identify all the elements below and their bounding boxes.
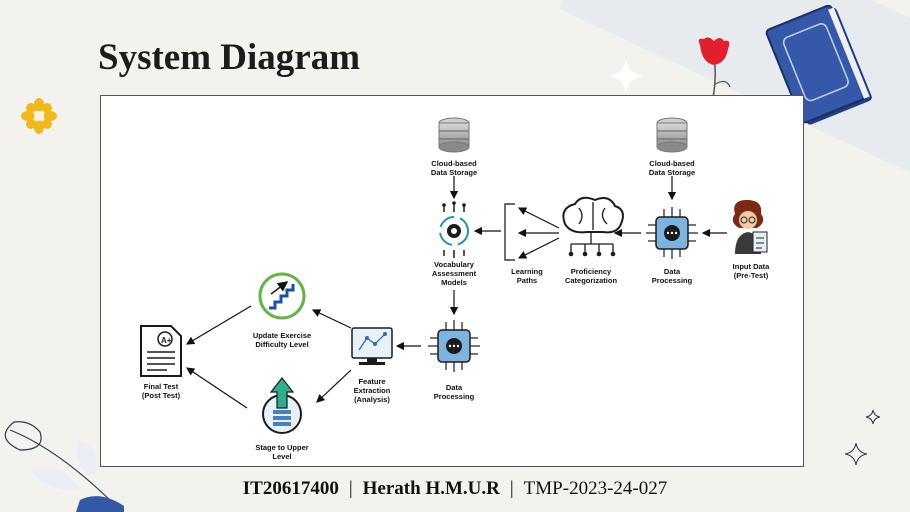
yellow-flower-icon [21,98,57,134]
diagram-graphics: A+ [140,117,768,434]
flow-arrow [517,237,560,259]
database-icon [438,117,470,153]
label-update-exercise: Update Exercise Difficulty Level [252,331,312,349]
leaves-decoration [4,421,124,512]
project-code: TMP-2023-24-027 [523,478,668,499]
book-icon [765,5,872,125]
chip-icon [428,320,480,372]
student-id: IT20617400 [242,478,339,499]
sparkle-icon [608,58,644,94]
svg-text:A+: A+ [161,336,172,345]
chip-icon [646,207,698,259]
footer-separator: | [509,478,514,499]
gear-icon [439,201,469,258]
slide-title: System Diagram [98,37,361,78]
brain-icon [562,196,624,257]
database-icon [656,117,688,153]
sparkle-outline-icon [845,443,867,465]
label-vocabulary-models: Vocabulary Assessment Models [431,260,477,287]
footer-separator: | [348,478,353,499]
student-icon [732,200,768,254]
student-name: Herath H.M.U.R [362,478,500,499]
label-stage-upper-level: Stage to Upper Level [255,443,309,461]
system-diagram: A+ [100,95,804,467]
sparkle-small-icon [866,410,880,424]
red-flower-icon [698,37,731,104]
label-data-processing-1: Data Processing [651,267,693,285]
final-test-document-icon: A+ [140,325,182,377]
stairs-up-icon [258,272,306,320]
flow-arrows [185,176,727,409]
label-input-data: Input Data (Pre-Test) [732,262,770,280]
label-cloud-storage-1: Cloud-based Data Storage [430,159,478,177]
label-feature-extraction: Feature Extraction (Analysis) [353,377,391,404]
footer: IT20617400 | Herath H.M.U.R | TMP-2023-24-02… [0,478,910,500]
monitor-analysis-icon [351,327,393,365]
level-up-icon [262,377,302,434]
label-data-processing-2: Data Processing [433,383,475,401]
label-final-test: Final Test (Post Test) [141,382,181,400]
label-cloud-storage-2: Cloud-based Data Storage [648,159,696,177]
learning-paths-bracket [504,203,515,261]
label-learning-paths: Learning Paths [511,267,543,285]
label-proficiency-categorization: Proficiency Categorization [564,267,618,285]
